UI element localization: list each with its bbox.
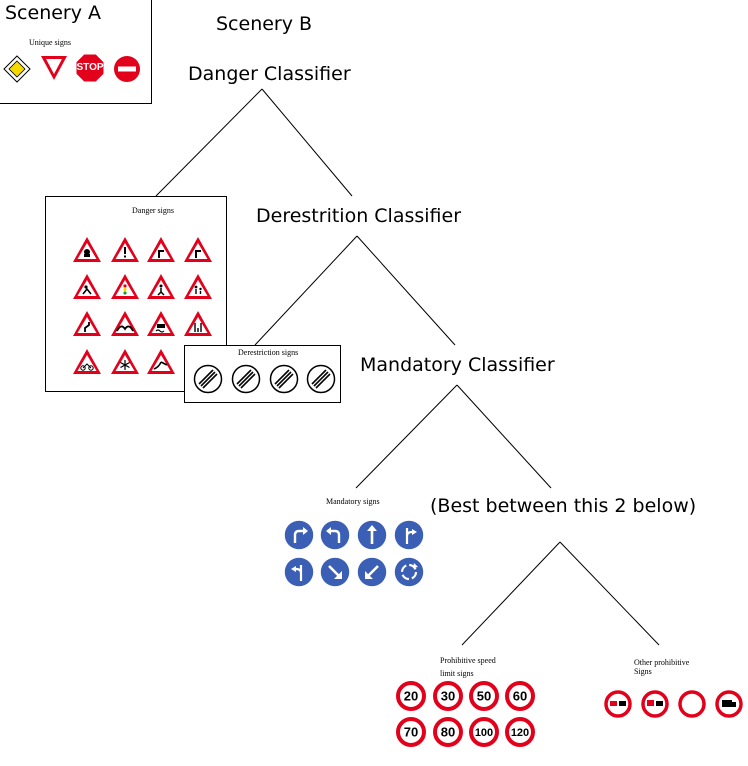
edge-mandatory-left: [355, 384, 458, 489]
mandatory-signs-caption: Mandatory signs: [326, 497, 380, 506]
speed-limit-caption-line2: limit signs: [440, 669, 474, 678]
warning-triangle-icon: [111, 349, 139, 374]
yield-icon: [41, 56, 67, 80]
speed-limit-icon: 100: [469, 717, 499, 747]
edge-danger-left: [155, 88, 263, 197]
speed-limit-icon: 80: [433, 717, 463, 747]
warning-triangle-icon: [111, 274, 139, 299]
warning-triangle-icon: [111, 311, 139, 336]
edge-best-right: [559, 541, 660, 646]
warning-triangle-icon: [73, 311, 101, 336]
end-of-restrictions-icon: [306, 364, 336, 394]
priority-road-icon: [3, 55, 31, 83]
warning-triangle-icon: [147, 311, 175, 336]
speed-limit-icon: 60: [505, 681, 535, 711]
end-of-restrictions-icon: [269, 364, 299, 394]
derestriction-signs-caption: Derestriction signs: [238, 348, 299, 357]
no-entry-icon: [114, 56, 140, 82]
mandatory-direction-icon: [357, 557, 387, 587]
warning-triangle-icon: [184, 237, 212, 262]
best-between-note: (Best between this 2 below): [430, 495, 697, 517]
danger-signs-caption: Danger signs: [132, 206, 174, 215]
speed-limit-icon: 50: [469, 681, 499, 711]
speed-limit-value: 20: [404, 689, 418, 704]
stop-octagon-icon: [75, 53, 105, 83]
warning-triangle-icon: [147, 274, 175, 299]
edge-derestriction-right: [356, 235, 456, 346]
warning-triangle-icon: [147, 349, 175, 374]
speed-limit-value: 120: [511, 727, 529, 739]
speed-limit-icon: 70: [396, 717, 426, 747]
end-of-restrictions-icon: [231, 364, 261, 394]
speed-limit-icon: 120: [505, 717, 535, 747]
warning-triangle-icon: [73, 274, 101, 299]
speed-limit-value: 50: [477, 689, 491, 704]
mandatory-direction-icon: [284, 557, 314, 587]
unique-signs-caption: Unique signs: [29, 38, 71, 47]
speed-limit-icon: 20: [396, 681, 426, 711]
mandatory-direction-icon: [320, 557, 350, 587]
mandatory-direction-icon: [284, 520, 314, 550]
scenery-a-title: Scenery A: [5, 2, 102, 24]
no-trucks-icon: [715, 690, 743, 718]
edge-mandatory-right: [456, 384, 552, 489]
no-overtaking-trucks-icon: [641, 690, 669, 718]
warning-triangle-icon: [111, 237, 139, 262]
mandatory-direction-icon: [394, 557, 424, 587]
other-prohibitive-caption-line2: Signs: [634, 667, 652, 676]
warning-triangle-icon: [73, 349, 101, 374]
mandatory-direction-icon: [357, 520, 387, 550]
speed-limit-value: 60: [513, 689, 527, 704]
no-vehicles-icon: [678, 690, 706, 718]
speed-limit-value: 100: [475, 727, 493, 739]
scenery-b-title: Scenery B: [216, 13, 313, 35]
stop-sign: STOP: [75, 53, 105, 83]
warning-triangle-icon: [184, 311, 212, 336]
scenery-a-box: [0, 0, 152, 104]
danger-classifier-label: Danger Classifier: [188, 63, 351, 85]
warning-triangle-icon: [73, 237, 101, 262]
no-overtaking-icon: [604, 690, 632, 718]
speed-limit-icon: 30: [433, 681, 463, 711]
warning-triangle-icon: [184, 274, 212, 299]
edge-derestriction-left: [254, 235, 358, 346]
derestriction-classifier-label: Derestrition Classifier: [256, 205, 462, 227]
speed-limit-value: 80: [441, 725, 455, 740]
speed-limit-caption-line1: Prohibitive speed: [440, 656, 496, 665]
mandatory-classifier-label: Mandatory Classifier: [360, 354, 555, 376]
mandatory-direction-icon: [394, 520, 424, 550]
speed-limit-value: 30: [441, 689, 455, 704]
warning-triangle-icon: [147, 237, 175, 262]
edge-best-left: [461, 541, 561, 646]
stop-text: STOP: [76, 62, 104, 73]
speed-limit-value: 70: [404, 725, 418, 740]
mandatory-direction-icon: [320, 520, 350, 550]
edge-danger-right: [261, 88, 353, 197]
other-prohibitive-caption-line1: Other prohibitive: [634, 658, 690, 667]
end-of-restrictions-icon: [193, 364, 223, 394]
